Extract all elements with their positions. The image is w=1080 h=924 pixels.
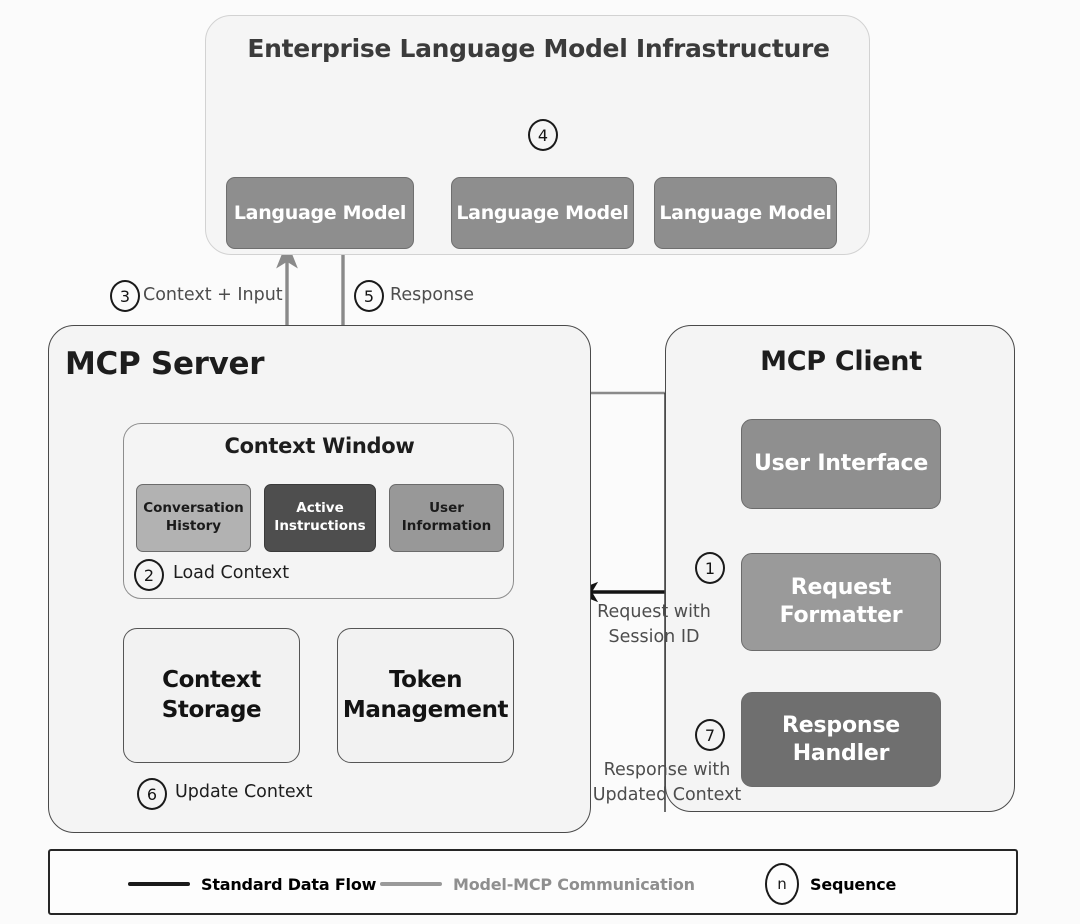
label-line-2: Updated Context	[592, 785, 742, 806]
box-line-2: Handler	[792, 740, 890, 766]
legend-sequence-circle-icon: n	[765, 863, 799, 905]
response-handler-box[interactable]: Response Handler	[741, 692, 941, 787]
label-line-1: Response with	[603, 760, 731, 780]
legend-line-swatch-standard	[128, 882, 190, 886]
language-model-box-3[interactable]: Language Model	[654, 177, 837, 249]
sequence-badge-3: 3	[110, 280, 140, 312]
flow-label-update-context: Update Context	[175, 782, 313, 802]
label-line-2: Session ID	[608, 627, 700, 648]
sequence-badge-2: 2	[134, 559, 164, 591]
box-line-1: Token	[388, 666, 463, 693]
context-window-title: Context Window	[224, 434, 415, 458]
mcp-server-panel: MCP Server Context Window Conversation H…	[48, 325, 591, 833]
chip-user-information[interactable]: User Information	[389, 484, 504, 552]
flow-label-response-updated-context: Response with Updated Context	[592, 758, 742, 809]
mcp-server-title: MCP Server	[65, 346, 265, 382]
box-line-2: Formatter	[779, 603, 903, 628]
chip-line-2: History	[165, 518, 222, 534]
chip-line-1: Conversation	[143, 500, 244, 517]
box-line-1: Context	[162, 666, 261, 693]
request-formatter-box[interactable]: Request Formatter	[741, 553, 941, 651]
chip-line-1: Active	[296, 500, 344, 517]
chip-line-2: Information	[401, 518, 492, 534]
legend-item-standard-data-flow: Standard Data Flow	[128, 851, 376, 917]
lm-infrastructure-title: Enterprise Language Model Infrastructure	[247, 34, 830, 63]
flow-label-request-session-id: Request with Session ID	[594, 600, 714, 651]
sequence-badge-4: 4	[528, 119, 558, 151]
sequence-badge-1: 1	[695, 552, 725, 584]
box-line-1: Response	[782, 712, 900, 738]
language-model-box-2[interactable]: Language Model	[451, 177, 634, 249]
sequence-badge-7: 7	[695, 719, 725, 751]
box-line-1: Request	[790, 575, 892, 601]
legend-item-model-mcp-communication: Model-MCP Communication	[380, 851, 695, 917]
box-line-1: User Interface	[753, 451, 929, 477]
box-line-2: Storage	[161, 696, 262, 723]
legend-label-standard-data-flow: Standard Data Flow	[201, 874, 377, 894]
chip-line-1: User	[429, 500, 464, 517]
legend-item-sequence: n Sequence	[765, 851, 896, 917]
flow-label-load-context: Load Context	[173, 563, 290, 583]
chip-conversation-history[interactable]: Conversation History	[136, 484, 251, 552]
flow-label-context-input: Context + Input	[143, 285, 283, 305]
legend-label-model-mcp-communication: Model-MCP Communication	[453, 874, 695, 894]
legend-label-sequence: Sequence	[810, 874, 897, 894]
context-window-group: Context Window Conversation History Acti…	[123, 423, 514, 599]
sequence-badge-5: 5	[354, 280, 384, 312]
context-storage-box[interactable]: Context Storage	[123, 628, 300, 763]
legend-line-swatch-model-mcp	[380, 882, 442, 886]
user-interface-box[interactable]: User Interface	[741, 419, 941, 509]
box-line-2: Management	[342, 696, 509, 723]
enterprise-lm-infrastructure-panel: Enterprise Language Model Infrastructure…	[205, 15, 870, 255]
flow-label-response: Response	[390, 285, 475, 305]
language-model-box-1[interactable]: Language Model	[226, 177, 414, 249]
chip-line-2: Instructions	[274, 518, 366, 534]
label-line-1: Request with	[597, 602, 711, 622]
token-management-box[interactable]: Token Management	[337, 628, 514, 763]
mcp-client-title: MCP Client	[760, 346, 922, 377]
chip-active-instructions[interactable]: Active Instructions	[264, 484, 376, 552]
legend-panel: Standard Data Flow Model-MCP Communicati…	[48, 849, 1018, 915]
sequence-badge-6: 6	[137, 778, 167, 810]
